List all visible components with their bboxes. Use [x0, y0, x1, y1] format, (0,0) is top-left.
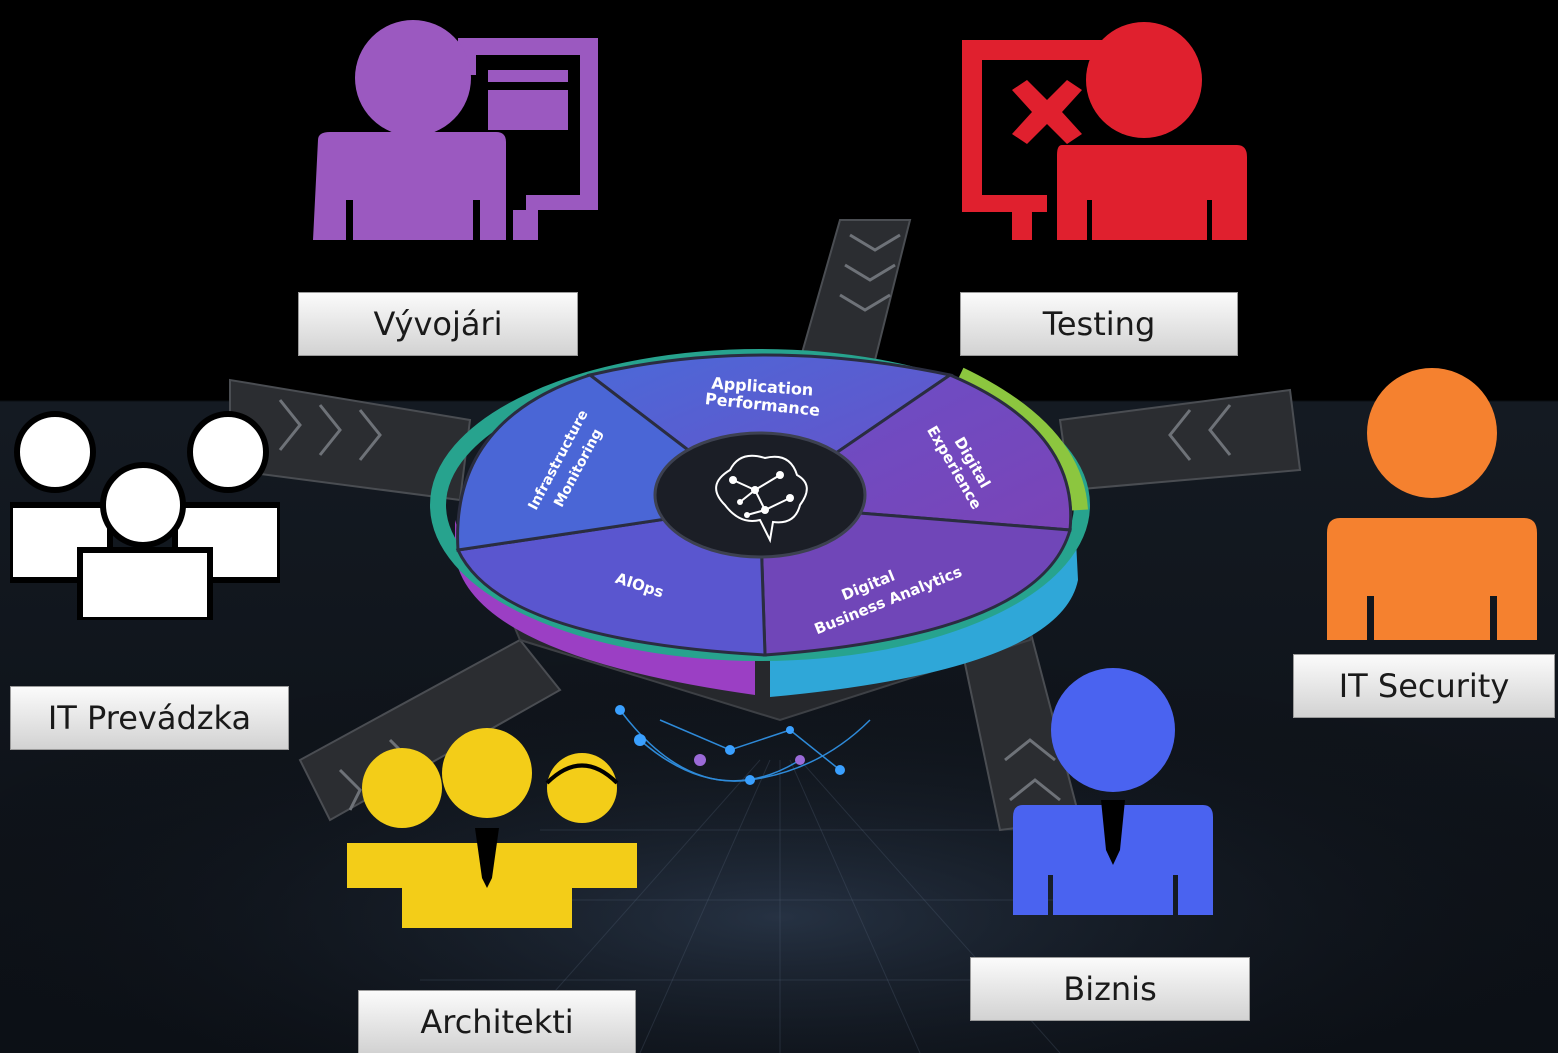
businessman-icon	[1013, 668, 1213, 915]
team-icon	[347, 728, 637, 928]
label-business: Biznis	[970, 957, 1250, 1021]
user-with-error-monitor-icon	[962, 22, 1247, 240]
label-testing: Testing	[960, 292, 1238, 356]
user-with-monitor-icon	[313, 20, 598, 240]
user-icon	[1327, 368, 1537, 640]
label-it-security: IT Security	[1293, 654, 1555, 718]
network-graph	[615, 705, 871, 785]
wheel-hub	[653, 431, 867, 559]
label-architects: Architekti	[358, 990, 636, 1053]
segment-digital-business-analytics	[758, 503, 1072, 657]
segment-aiops	[455, 503, 767, 657]
ai-brain-icon	[715, 454, 808, 544]
segment-application-performance	[586, 353, 954, 507]
label-developers: Vývojári	[298, 292, 578, 356]
label-it-operations: IT Prevádzka	[10, 686, 289, 750]
user-group-icon	[10, 411, 280, 620]
